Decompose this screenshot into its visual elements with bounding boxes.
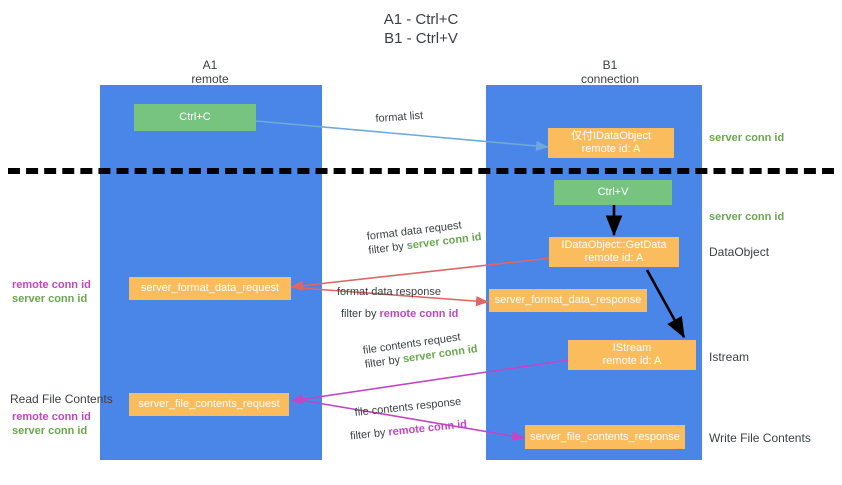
node-idataobject-getdata[interactable]: IDataObject::GetData remote id: A (549, 237, 679, 267)
annotation-left-bot-group: remote conn id server conn id (12, 410, 91, 438)
filter-prefix: filter by (349, 426, 390, 443)
edge-label-format-data-response-group: format data response filter by remote co… (337, 285, 458, 321)
node-server-format-data-request-label: server_format_data_request (140, 282, 280, 294)
annotation-read-file-contents: Read File Contents (10, 392, 113, 406)
node-idataobject-line1: 仅付IDataObject (570, 130, 652, 142)
node-istream[interactable]: IStream remote id: A (568, 340, 696, 370)
lane-header-b1: B1 connection (530, 58, 690, 86)
node-server-format-data-request[interactable]: server_format_data_request (129, 277, 291, 300)
annotation-server-conn-id-top: server conn id (709, 132, 785, 144)
node-getdata-line2: remote id: A (584, 252, 644, 264)
node-server-file-contents-response[interactable]: server_file_contents_response (525, 425, 685, 449)
node-server-format-data-response-label: server_format_data_response (494, 294, 642, 306)
node-server-file-contents-response-label: server_file_contents_response (530, 430, 680, 443)
annotation-server-conn-id-mid: server conn id (709, 211, 785, 223)
node-server-file-contents-request-label: server_file_contents_request (138, 398, 280, 410)
annotation-left-mid-server: server conn id (12, 293, 88, 305)
node-ctrl-v[interactable]: Ctrl+V (554, 180, 672, 205)
phase-divider (8, 168, 834, 174)
node-idataobject[interactable]: 仅付IDataObject remote id: A (548, 128, 674, 158)
node-istream-line2: remote id: A (602, 355, 662, 367)
annotation-istream: Istream (709, 350, 750, 364)
node-ctrl-v-label: Ctrl+V (597, 186, 629, 198)
lane-header-b1-name: B1 (602, 58, 618, 72)
annotation-write-file-contents: Write File Contents (709, 431, 811, 445)
node-idataobject-line2: remote id: A (581, 143, 641, 155)
lane-header-b1-sub: connection (580, 72, 640, 86)
annotation-left-mid-group: remote conn id server conn id (12, 278, 91, 306)
filter-prefix: filter by (341, 308, 380, 320)
node-ctrl-c[interactable]: Ctrl+C (134, 104, 256, 131)
edge-label-format-data-response: format data response (337, 286, 441, 298)
node-istream-line1: IStream (612, 342, 652, 354)
node-server-format-data-response[interactable]: server_format_data_response (489, 289, 647, 312)
annotation-left-bot-server: server conn id (12, 425, 88, 437)
lane-header-a1-name: A1 (202, 58, 218, 72)
annotation-left-mid-remote: remote conn id (12, 279, 91, 291)
lane-header-a1-sub: remote (191, 72, 229, 86)
title-line-1: A1 - Ctrl+C (383, 11, 459, 28)
filter-key-remote-conn-id: remote conn id (379, 308, 459, 320)
edge-filter-format-data-response: filter by remote conn id (341, 307, 458, 321)
node-server-file-contents-request[interactable]: server_file_contents_request (129, 393, 289, 416)
annotation-dataobject: DataObject (709, 245, 770, 259)
lane-header-a1: A1 remote (130, 58, 290, 86)
node-getdata-line1: IDataObject::GetData (561, 239, 667, 251)
node-ctrl-c-label: Ctrl+C (179, 111, 211, 123)
page-title: A1 - Ctrl+C B1 - Ctrl+V (0, 10, 842, 48)
title-line-2: B1 - Ctrl+V (384, 30, 458, 47)
annotation-left-bot-remote: remote conn id (12, 411, 91, 423)
